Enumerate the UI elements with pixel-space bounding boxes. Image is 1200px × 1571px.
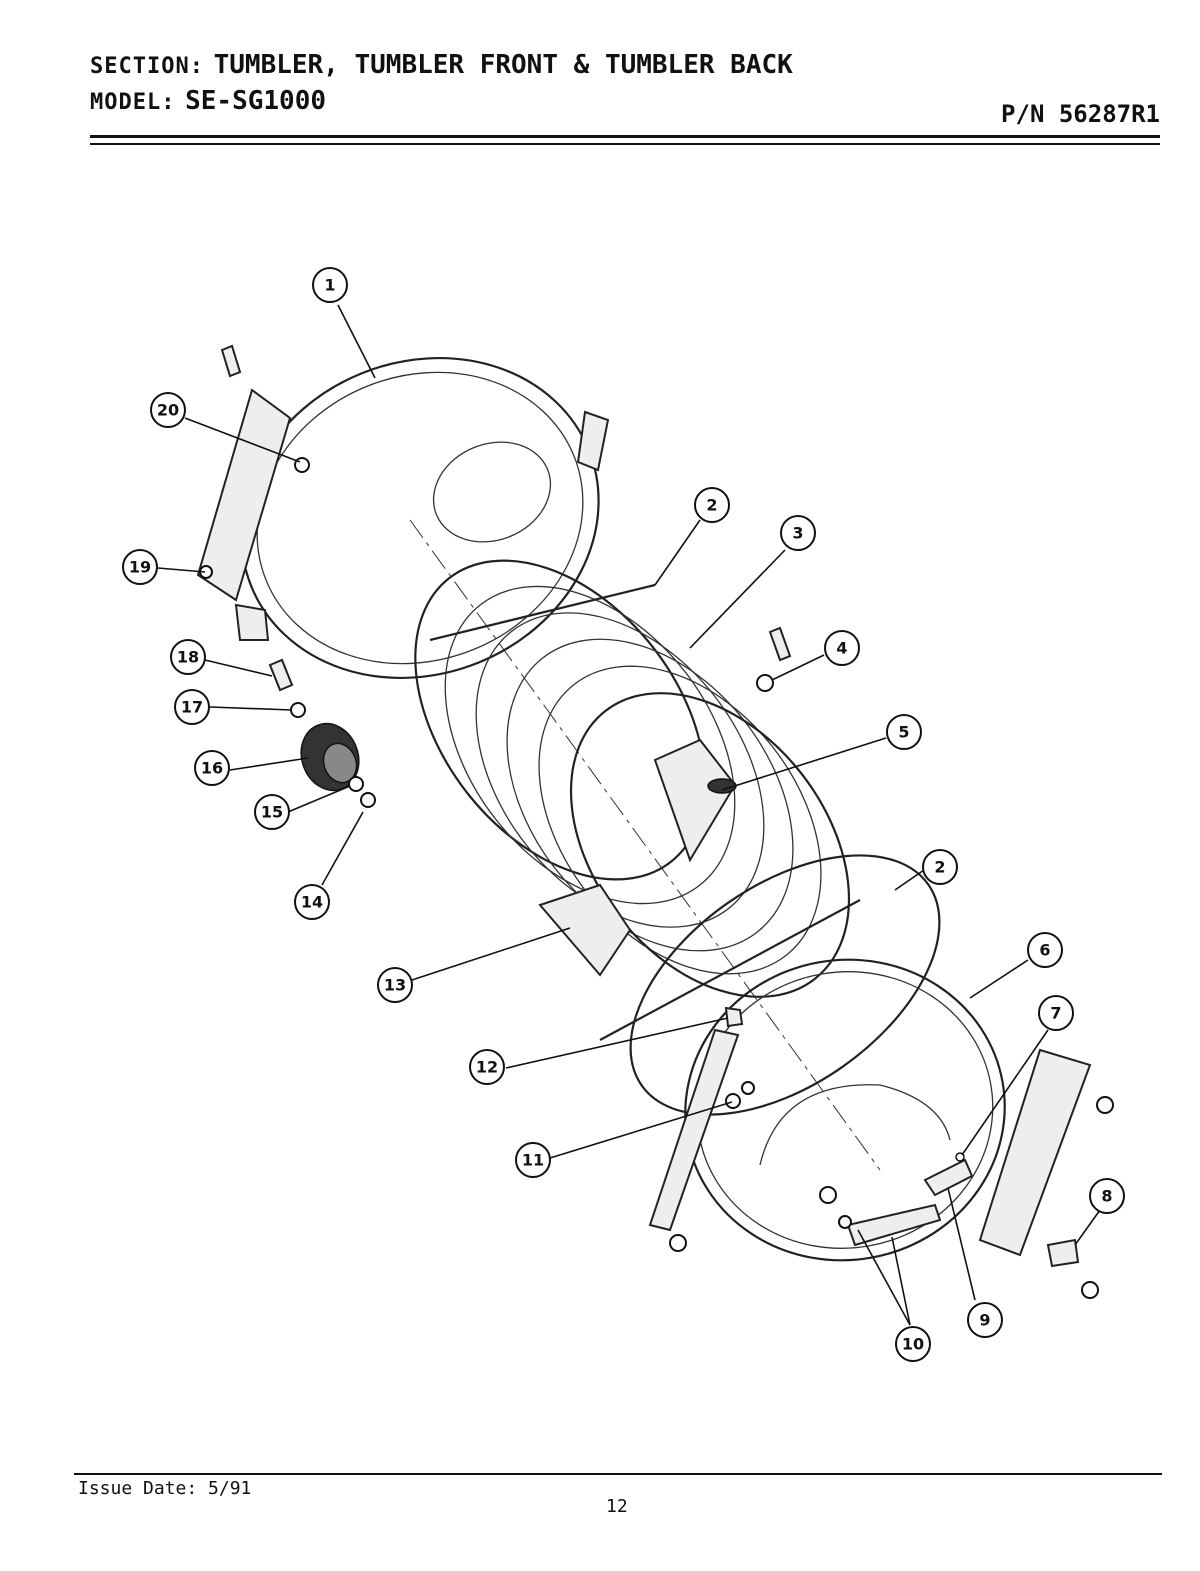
drum-roller-assembly	[199, 344, 792, 808]
tumbler-drum	[414, 559, 861, 1041]
svg-text:2: 2	[934, 858, 945, 877]
svg-text:8: 8	[1101, 1187, 1112, 1206]
part-number: P/N 56287R1	[1001, 100, 1160, 128]
header-rule-top	[90, 135, 1160, 138]
baffle-upper	[653, 738, 737, 863]
callout-7: 7	[1038, 995, 1074, 1031]
drum-seal-ring	[629, 854, 941, 1116]
page-number: 12	[606, 1496, 628, 1517]
callout-6: 6	[1027, 932, 1063, 968]
section-heading: SECTION: TUMBLER, TUMBLER FRONT & TUMBLE…	[90, 50, 793, 80]
callout-4: 4	[824, 630, 860, 666]
svg-text:15: 15	[261, 803, 283, 822]
front-hardware	[669, 1006, 1114, 1299]
section-label: SECTION:	[90, 54, 204, 79]
callout-1: 1	[312, 267, 348, 303]
callout-13: 13	[377, 967, 413, 1003]
svg-text:16: 16	[201, 759, 223, 778]
baffle-fastener	[707, 778, 737, 794]
callout-14: 14	[294, 884, 330, 920]
callout-19: 19	[122, 549, 158, 585]
section-value: TUMBLER, TUMBLER FRONT & TUMBLER BACK	[213, 50, 793, 80]
callout-15: 15	[254, 794, 290, 830]
svg-text:12: 12	[476, 1058, 498, 1077]
callout-3: 3	[780, 515, 816, 551]
callout-2-upper: 2	[694, 487, 730, 523]
footer-rule	[74, 1473, 1162, 1475]
svg-text:2: 2	[706, 496, 717, 515]
svg-text:5: 5	[898, 723, 909, 742]
callout-9: 9	[967, 1302, 1003, 1338]
svg-text:3: 3	[792, 524, 803, 543]
svg-text:11: 11	[522, 1151, 544, 1170]
svg-text:4: 4	[836, 639, 847, 658]
tumbler-front	[648, 958, 1092, 1262]
issue-date: Issue Date: 5/91	[78, 1478, 252, 1499]
svg-text:19: 19	[129, 558, 151, 577]
callout-20: 20	[150, 392, 186, 428]
svg-text:20: 20	[157, 401, 179, 420]
callout-18: 18	[170, 639, 206, 675]
leader-lines	[157, 304, 1101, 1326]
baffle-lower	[538, 883, 632, 977]
svg-text:13: 13	[384, 976, 406, 995]
svg-text:10: 10	[902, 1335, 924, 1354]
model-heading: MODEL: SE-SG1000	[90, 86, 326, 116]
callout-2-lower: 2	[922, 849, 958, 885]
callout-5: 5	[886, 714, 922, 750]
svg-text:18: 18	[177, 648, 199, 667]
callout-12: 12	[469, 1049, 505, 1085]
callout-17: 17	[174, 689, 210, 725]
svg-text:6: 6	[1039, 941, 1050, 960]
callout-16: 16	[194, 750, 230, 786]
svg-text:17: 17	[181, 698, 203, 717]
svg-text:7: 7	[1050, 1004, 1061, 1023]
svg-text:14: 14	[301, 893, 323, 912]
header-rule-bottom	[90, 143, 1160, 145]
callout-8: 8	[1089, 1178, 1125, 1214]
model-value: SE-SG1000	[185, 86, 327, 116]
svg-text:1: 1	[324, 276, 335, 295]
svg-text:9: 9	[979, 1311, 990, 1330]
callout-11: 11	[515, 1142, 551, 1178]
center-axis	[409, 519, 881, 1171]
callout-10: 10	[895, 1326, 931, 1362]
model-label: MODEL:	[90, 90, 176, 115]
tumbler-back	[196, 356, 610, 680]
